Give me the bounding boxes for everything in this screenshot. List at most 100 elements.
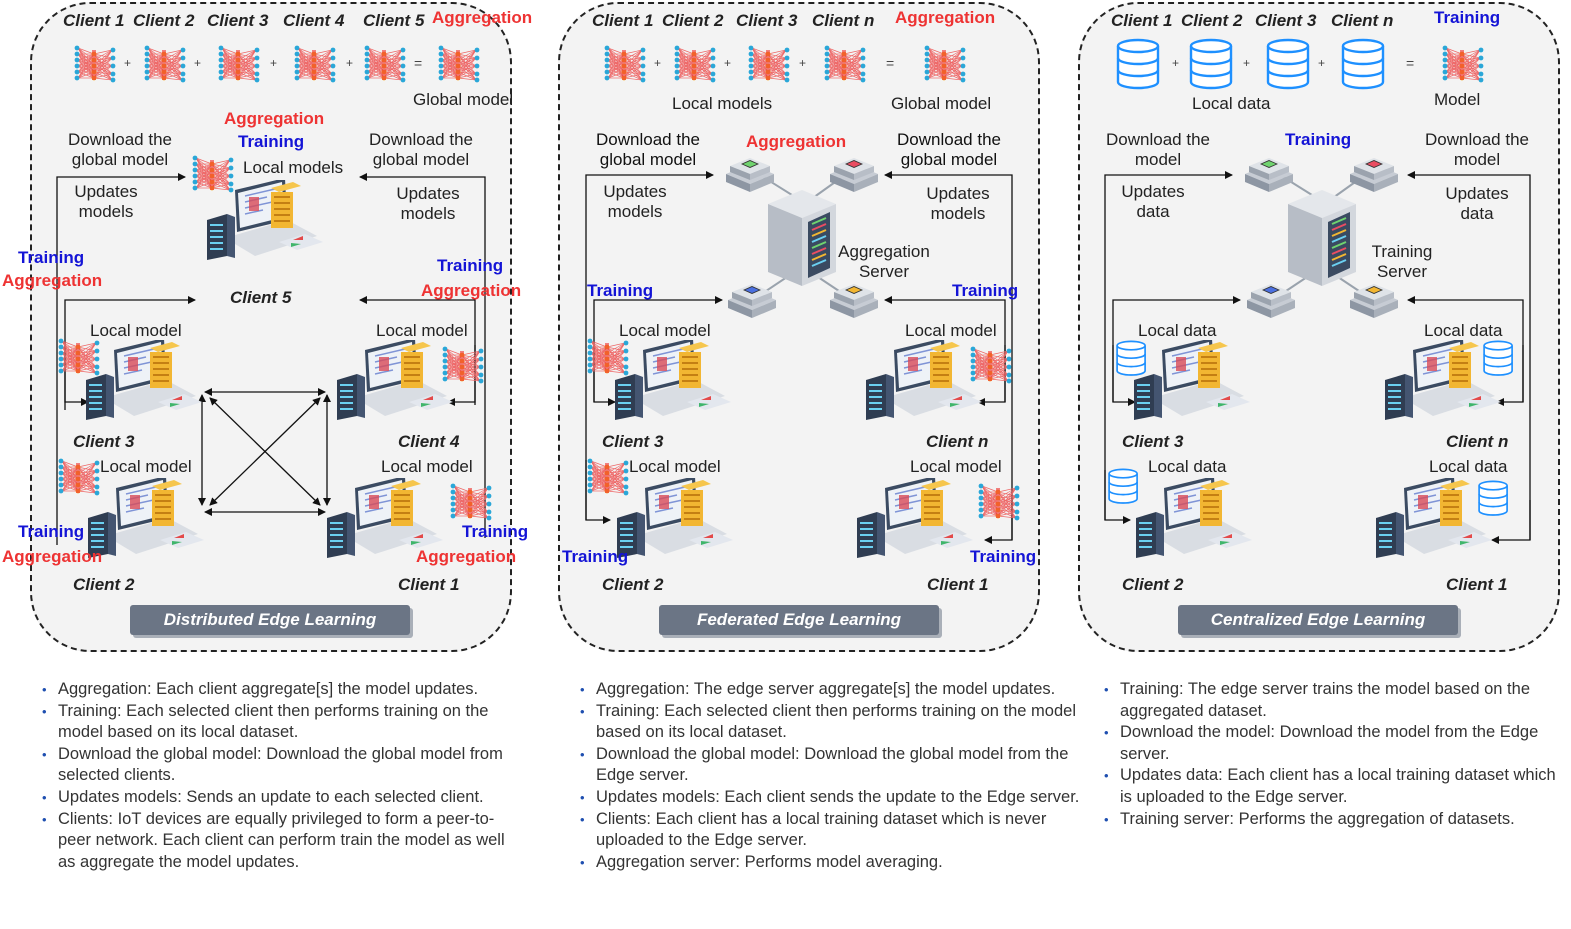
cen-download-right: Download the model: [1425, 130, 1529, 169]
neural-network-icon: [585, 455, 631, 504]
cen-training: Training: [1285, 130, 1352, 149]
laptop-client-icon: [613, 338, 733, 427]
note-item: Download the global model: Download the …: [580, 744, 1082, 787]
fed-header-client-3: Client 3: [736, 11, 798, 30]
fed-client3-local-model: Local model: [619, 321, 711, 340]
fed-client-3-label: Client 3: [602, 432, 664, 451]
neural-network-icon: [292, 42, 338, 91]
cen-download-left: Download the model: [1106, 130, 1210, 169]
note-item: Clients: Each client has a local trainin…: [580, 809, 1082, 852]
neural-network-icon: [216, 42, 262, 91]
neural-network-icon: [672, 42, 718, 91]
neural-network-icon: [922, 42, 968, 91]
fed-updates-left: Updates models: [603, 182, 667, 221]
updates-left-label: Updates models: [74, 182, 138, 221]
note-item: Training: Each selected client then perf…: [42, 701, 520, 744]
neural-network-icon: [436, 42, 482, 91]
notes-distributed: Aggregation: Each client aggregate[s] th…: [40, 679, 520, 873]
neural-network-icon: [142, 42, 188, 91]
neural-network-icon: [440, 343, 486, 392]
header-client-4: Client 4: [283, 11, 345, 30]
left-training: Training: [18, 248, 85, 267]
right-training: Training: [437, 256, 504, 275]
database-icon: [1340, 38, 1386, 95]
note-item: Training server: Performs the aggregatio…: [1104, 809, 1570, 831]
panel-title-distributed: Distributed Edge Learning: [130, 605, 410, 635]
laptop-client-icon: [615, 476, 735, 565]
cen-clientn-local-data: Local data: [1424, 321, 1503, 340]
server-node-icon: [1348, 152, 1400, 199]
fed-download-left: Download the global model: [596, 130, 700, 169]
laptop-client-icon: [1134, 476, 1254, 565]
fed-server-label: Aggregation Server: [838, 242, 930, 281]
neural-network-icon: [190, 152, 236, 201]
fed-header-client-n: Client n: [812, 11, 875, 30]
cen-header-training: Training: [1434, 8, 1501, 27]
laptop-client-icon: [86, 476, 206, 565]
note-item: Clients: IoT devices are equally privile…: [42, 809, 520, 874]
fed-header-client-2: Client 2: [662, 11, 724, 30]
cen-header-client-2: Client 2: [1181, 11, 1243, 30]
laptop-client-icon: [335, 338, 455, 427]
header-client-5: Client 5: [363, 11, 425, 30]
server-node-icon: [1245, 278, 1297, 325]
database-icon: [1265, 38, 1311, 95]
header-client-2: Client 2: [133, 11, 195, 30]
fed-client1-local-model: Local model: [910, 457, 1002, 476]
server-node-icon: [1243, 152, 1295, 199]
cen-client1-local-data: Local data: [1429, 457, 1508, 476]
global-model-label: Global model: [413, 90, 514, 109]
client1-local-model: Local model: [381, 457, 473, 476]
cen-updates-right: Updates data: [1445, 184, 1509, 223]
download-right-label: Download the global model: [369, 130, 473, 169]
note-item: Updates models: Sends an update to each …: [42, 787, 520, 809]
neural-network-icon: [585, 335, 631, 384]
local-models-label: Local models: [243, 158, 344, 177]
updates-right-label: Updates models: [396, 184, 460, 223]
fed-download-right: Download the global model: [897, 130, 1001, 169]
fed-client-2-label: Client 2: [602, 575, 664, 594]
laptop-client-icon: [1132, 338, 1252, 427]
laptop-client-icon: [1383, 338, 1503, 427]
note-item: Download the model: Download the model f…: [1104, 722, 1570, 765]
edge-server-icon: [1288, 190, 1358, 291]
neural-network-icon: [968, 343, 1014, 392]
client2-aggregation: Aggregation: [2, 547, 103, 566]
laptop-client-icon: [205, 178, 325, 267]
neural-network-icon: [56, 335, 102, 384]
fed-updates-right: Updates models: [926, 184, 990, 223]
neural-network-icon: [746, 42, 792, 91]
fed-left-training: Training: [587, 281, 654, 300]
panel-title-centralized: Centralized Edge Learning: [1178, 605, 1458, 635]
fed-clientn-local-model: Local model: [905, 321, 997, 340]
client-1-label: Client 1: [398, 575, 460, 594]
header-aggregation: Aggregation: [432, 8, 533, 27]
fed-client2-training: Training: [562, 547, 629, 566]
laptop-client-icon: [84, 338, 204, 427]
database-icon: [1115, 340, 1147, 380]
note-item: Aggregation: Each client aggregate[s] th…: [42, 679, 520, 701]
laptop-client-icon: [855, 476, 975, 565]
neural-network-icon: [822, 42, 868, 91]
client-5-label: Client 5: [230, 288, 292, 307]
fed-header-aggregation: Aggregation: [895, 8, 996, 27]
cen-client-2-label: Client 2: [1122, 575, 1184, 594]
edge-server-icon: [768, 190, 838, 291]
client-4-label: Client 4: [398, 432, 460, 451]
client3-local-model: Local model: [90, 321, 182, 340]
fed-client-n-label: Client n: [926, 432, 989, 451]
fed-client1-training: Training: [970, 547, 1037, 566]
cen-local-data: Local data: [1192, 94, 1271, 113]
note-item: Training: Each selected client then perf…: [580, 701, 1082, 744]
note-item: Aggregation: The edge server aggregate[s…: [580, 679, 1082, 701]
fed-client-1-label: Client 1: [927, 575, 989, 594]
fed-right-training: Training: [952, 281, 1019, 300]
note-item: Download the global model: Download the …: [42, 744, 520, 787]
cen-client-n-label: Client n: [1446, 432, 1509, 451]
client-2-label: Client 2: [73, 575, 135, 594]
panel-title-federated: Federated Edge Learning: [659, 605, 939, 635]
fed-local-models: Local models: [672, 94, 773, 113]
left-aggregation: Aggregation: [2, 271, 103, 290]
cen-client3-local-data: Local data: [1138, 321, 1217, 340]
neural-network-icon: [1440, 42, 1486, 91]
